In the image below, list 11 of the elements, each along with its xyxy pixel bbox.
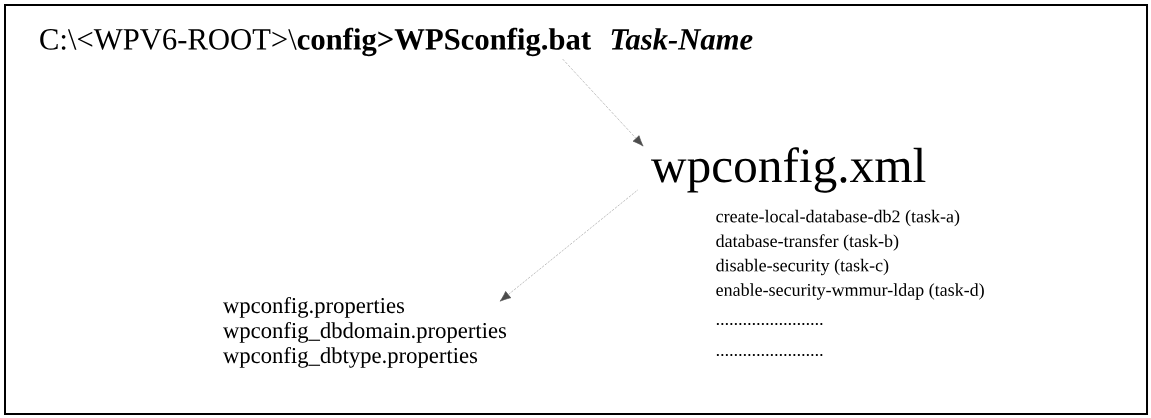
arrow (499, 189, 638, 302)
task-label: ........................ (716, 322, 823, 326)
task-label: create-local-database-db2 (task-a) (716, 209, 960, 227)
task-label: ........................ (716, 353, 823, 357)
task-label: enable-security-wmmur-ldap (task-d) (716, 283, 984, 300)
task-label: disable-security (task-c) (716, 258, 889, 276)
file-list-text: wpconfig.properties wpconfig_dbdomain.properties wpconfig_dbtype.properties (222, 296, 507, 368)
file-name-text: wpconfig.xml (651, 147, 926, 193)
task-label: database-transfer (task-b) (716, 234, 899, 251)
arrow (562, 58, 644, 147)
command-line-text: C:\<WPV6-ROOT>\config>WPSconfig.bat Task-Name (40, 27, 753, 57)
